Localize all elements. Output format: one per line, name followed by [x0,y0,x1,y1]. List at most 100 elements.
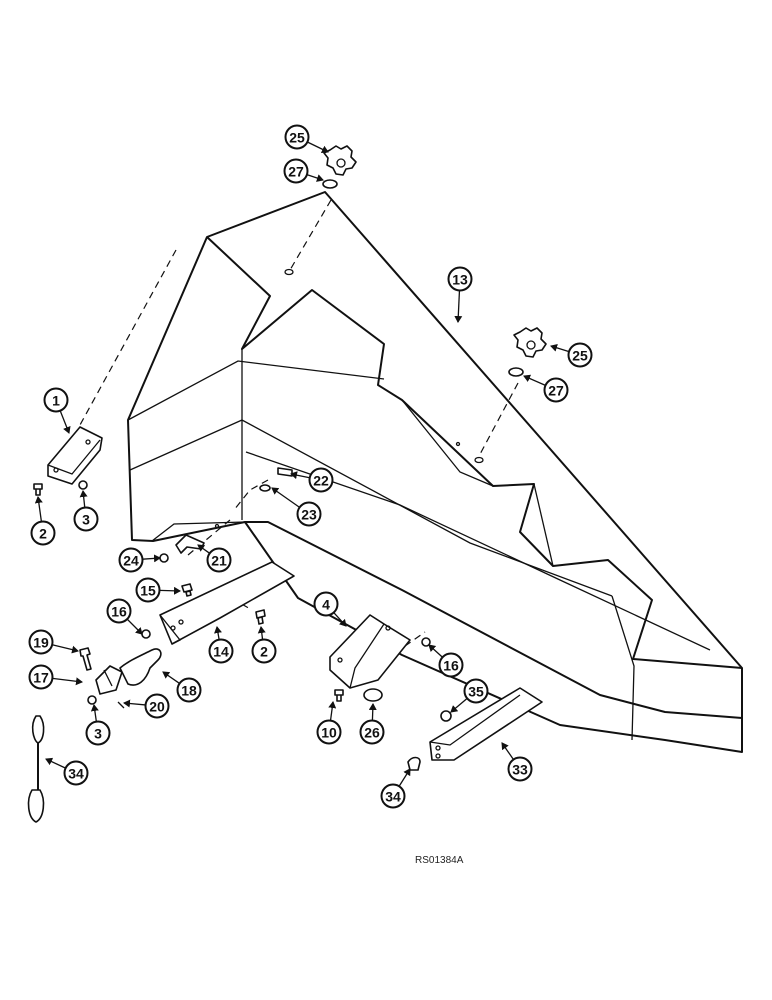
bolt-19 [79,647,92,671]
callout-19: 19 [28,629,79,655]
callout-number: 2 [260,644,268,660]
bolt-22 [277,467,293,477]
callout-number: 22 [313,473,329,489]
callout-18: 18 [162,671,202,703]
callout-leader [271,487,300,508]
callout-leader [59,410,71,434]
callout-number: 21 [211,553,227,569]
bolt-10 [334,689,344,702]
pin-34-right [407,756,421,771]
callout-number: 3 [82,512,90,528]
bolt-2-right [255,609,266,625]
bolt-15 [181,583,193,597]
callout-leader [52,677,83,686]
callout-34: 34 [380,768,411,809]
callout-circle [284,124,310,150]
callout-leader [328,701,337,721]
callout-leader [428,644,443,658]
nut-3-left [78,480,88,490]
callout-leader [123,699,146,708]
bar-33 [429,687,543,761]
callout-circle [251,638,277,664]
cable-34 [27,715,45,823]
callout-number: 13 [452,272,468,288]
callout-23: 23 [271,487,322,527]
callout-3: 3 [73,490,99,532]
figure-reference: RS01384A [415,855,464,866]
callout-leader [523,374,546,386]
callout-circle [438,652,464,678]
callout-leader [307,141,329,153]
callout-35: 35 [450,678,489,713]
callout-leader [90,704,99,722]
callout-circle [208,638,234,664]
callout-22: 22 [290,467,334,493]
washer-27-right [508,367,524,377]
handle-18 [119,648,162,686]
callout-27: 27 [283,158,324,184]
callout-10: 10 [316,701,342,745]
callout-number: 2 [39,526,47,542]
callout-circle [85,720,111,746]
nut-35 [440,710,452,722]
callout-circle [567,342,593,368]
washer-27-top [322,179,338,189]
callout-circle [308,467,334,493]
callout-number: 27 [288,164,304,180]
bolt-2-left [33,483,43,496]
callout-leader [162,671,180,684]
callout-leader [79,490,88,508]
callout-leader [257,626,266,640]
callout-number: 34 [68,766,84,782]
callout-leader [550,343,570,353]
callout-14: 14 [208,626,234,664]
callout-number: 3 [94,726,102,742]
nut-24 [159,553,169,563]
callout-number: 25 [572,348,588,364]
callout-number: 34 [385,789,401,805]
nut-3-right [87,695,97,705]
callout-number: 4 [322,597,330,613]
callout-circle [283,158,309,184]
callout-leader [398,768,411,787]
plate-26 [363,688,383,702]
callout-number: 1 [52,393,60,409]
callout-25: 25 [550,342,593,368]
callout-leader [45,757,66,769]
callout-circle [135,577,161,603]
pin-20 [117,701,125,709]
callout-34: 34 [45,757,89,786]
callout-2: 2 [30,496,56,546]
callout-circle [63,760,89,786]
callout-circle [30,520,56,546]
callout-number: 18 [181,683,197,699]
callout-leader [290,471,310,480]
shield-body [127,191,743,753]
callout-number: 17 [33,670,49,686]
callout-circle [144,693,170,719]
callout-circle [28,629,54,655]
callout-circle [316,719,342,745]
callout-number: 16 [111,604,127,620]
callout-number: 33 [512,762,528,778]
callout-27: 27 [523,374,569,403]
callout-circle [296,501,322,527]
callout-circle [28,664,54,690]
callout-circle [543,377,569,403]
callout-16: 16 [106,598,143,635]
callout-15: 15 [135,577,181,603]
nut-16-left [141,629,151,639]
callout-number: 24 [123,553,139,569]
callout-number: 20 [149,699,165,715]
callout-leader [52,644,79,654]
callout-25: 25 [284,124,329,153]
callout-circle [73,506,99,532]
callout-number: 10 [321,725,337,741]
callout-circle [176,677,202,703]
callout-number: 26 [364,725,380,741]
callout-leader [333,612,347,627]
callout-circle [507,756,533,782]
callout-circle [118,547,144,573]
